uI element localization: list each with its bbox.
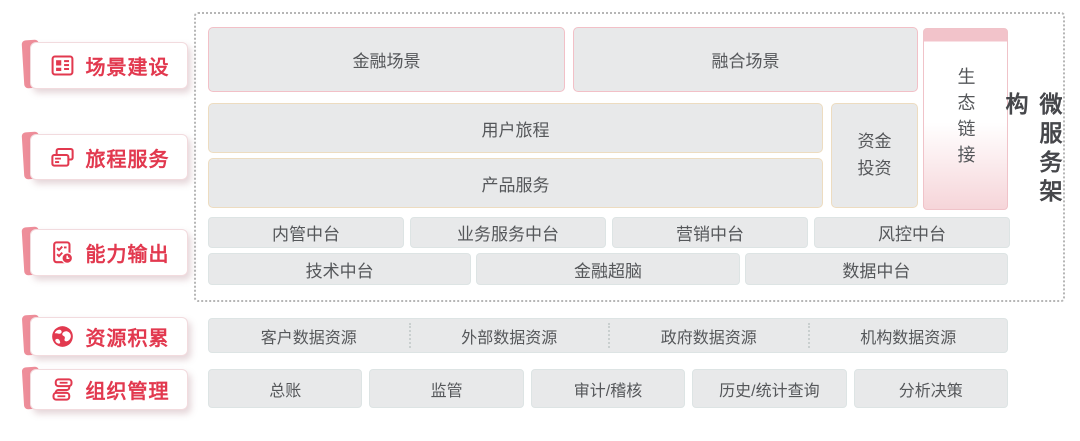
sidebar-item-resource-accumulation: 资源积累 — [21, 314, 188, 356]
sidebar-card: 场景建设 — [30, 42, 188, 89]
box-label: 用户旅程 — [481, 120, 550, 140]
globe-icon — [51, 326, 73, 347]
sidebar-label: 能力输出 — [85, 244, 170, 266]
box-regulation: 监管 — [369, 369, 524, 408]
box-label: 总账 — [269, 382, 302, 400]
box-user-journey: 用户旅程 — [208, 103, 823, 153]
box-label: 资金投资 — [857, 132, 892, 178]
box-history-stat-query: 历史/统计查询 — [692, 369, 847, 408]
box-label: 营销中台 — [676, 225, 744, 244]
box-internal-mgmt-platform: 内管中台 — [208, 217, 404, 248]
data-resources-bar: 客户数据资源 外部数据资源 政府数据资源 机构数据资源 — [208, 318, 1008, 353]
box-audit: 审计/稽核 — [530, 369, 686, 408]
box-label: 融合场景 — [711, 52, 780, 71]
sidebar-label: 组织管理 — [85, 381, 170, 403]
management-row: 总账 监管 审计/稽核 历史/统计查询 分析决策 — [208, 369, 1008, 408]
platform-row-2: 技术中台 金融超脑 数据中台 — [208, 253, 1008, 285]
sidebar-item-organization-management: 组织管理 — [21, 366, 188, 410]
box-product-service: 产品服务 — [208, 158, 823, 208]
box-technology-platform: 技术中台 — [208, 253, 472, 285]
checklist-clock-icon — [52, 241, 73, 265]
sidebar-label: 资源积累 — [85, 328, 170, 350]
box-data-platform: 数据中台 — [744, 253, 1008, 285]
sidebar-card: 资源积累 — [30, 317, 188, 356]
box-label: 金融场景 — [352, 52, 421, 71]
box-label: 风控中台 — [878, 225, 946, 244]
segment-label: 客户数据资源 — [260, 329, 357, 347]
box-label: 监管 — [430, 382, 463, 400]
segment-customer-data: 客户数据资源 — [209, 323, 409, 348]
segment-government-data: 政府数据资源 — [608, 323, 808, 348]
layout-grid-icon — [51, 55, 73, 76]
segment-label: 政府数据资源 — [660, 329, 757, 347]
box-label: 内管中台 — [272, 225, 340, 244]
box-marketing-platform: 营销中台 — [612, 217, 808, 248]
sidebar-label: 场景建设 — [85, 57, 170, 79]
box-financial-scene: 金融场景 — [208, 27, 565, 92]
box-label: 审计/稽核 — [573, 382, 643, 400]
box-fund-investment: 资金投资 — [831, 103, 918, 208]
box-label: 分析决策 — [898, 382, 963, 400]
box-business-service-platform: 业务服务中台 — [410, 217, 606, 248]
sidebar-card: 组织管理 — [30, 369, 188, 410]
box-general-ledger: 总账 — [208, 369, 363, 408]
vertical-title-microservice-architecture: 微服务架构 — [1002, 92, 1062, 208]
box-eco-link: 生态链接 — [923, 28, 1008, 210]
sidebar-item-capability-output: 能力输出 — [21, 226, 188, 276]
segment-external-data: 外部数据资源 — [408, 323, 609, 348]
sidebar-card: 能力输出 — [30, 229, 188, 276]
box-risk-control-platform: 风控中台 — [814, 217, 1010, 248]
platform-row-1: 内管中台 业务服务中台 营销中台 风控中台 — [208, 217, 1010, 248]
box-label: 技术中台 — [305, 261, 374, 281]
segment-label: 外部数据资源 — [461, 329, 558, 347]
box-label: 数据中台 — [842, 261, 911, 281]
box-label: 产品服务 — [481, 175, 550, 195]
segment-label: 机构数据资源 — [860, 329, 957, 347]
microservice-dashed-frame — [194, 12, 1065, 302]
sidebar-label: 旅程服务 — [85, 148, 170, 171]
box-analysis-decision: 分析决策 — [853, 369, 1008, 408]
box-label: 金融超脑 — [573, 261, 642, 281]
box-fusion-scene: 融合场景 — [573, 27, 918, 92]
box-label: 业务服务中台 — [457, 225, 559, 244]
sidebar-card: 旅程服务 — [30, 134, 188, 180]
box-financial-superbrain: 金融超脑 — [476, 253, 740, 285]
cards-icon — [50, 147, 74, 167]
sidebar-item-scene-construction: 场景建设 — [21, 39, 188, 89]
segment-institution-data: 机构数据资源 — [807, 323, 1008, 348]
box-label: 生态链接 — [955, 67, 976, 171]
sidebar-item-journey-service: 旅程服务 — [21, 131, 188, 180]
org-flow-icon — [51, 378, 73, 401]
box-label: 历史/统计查询 — [719, 382, 820, 400]
